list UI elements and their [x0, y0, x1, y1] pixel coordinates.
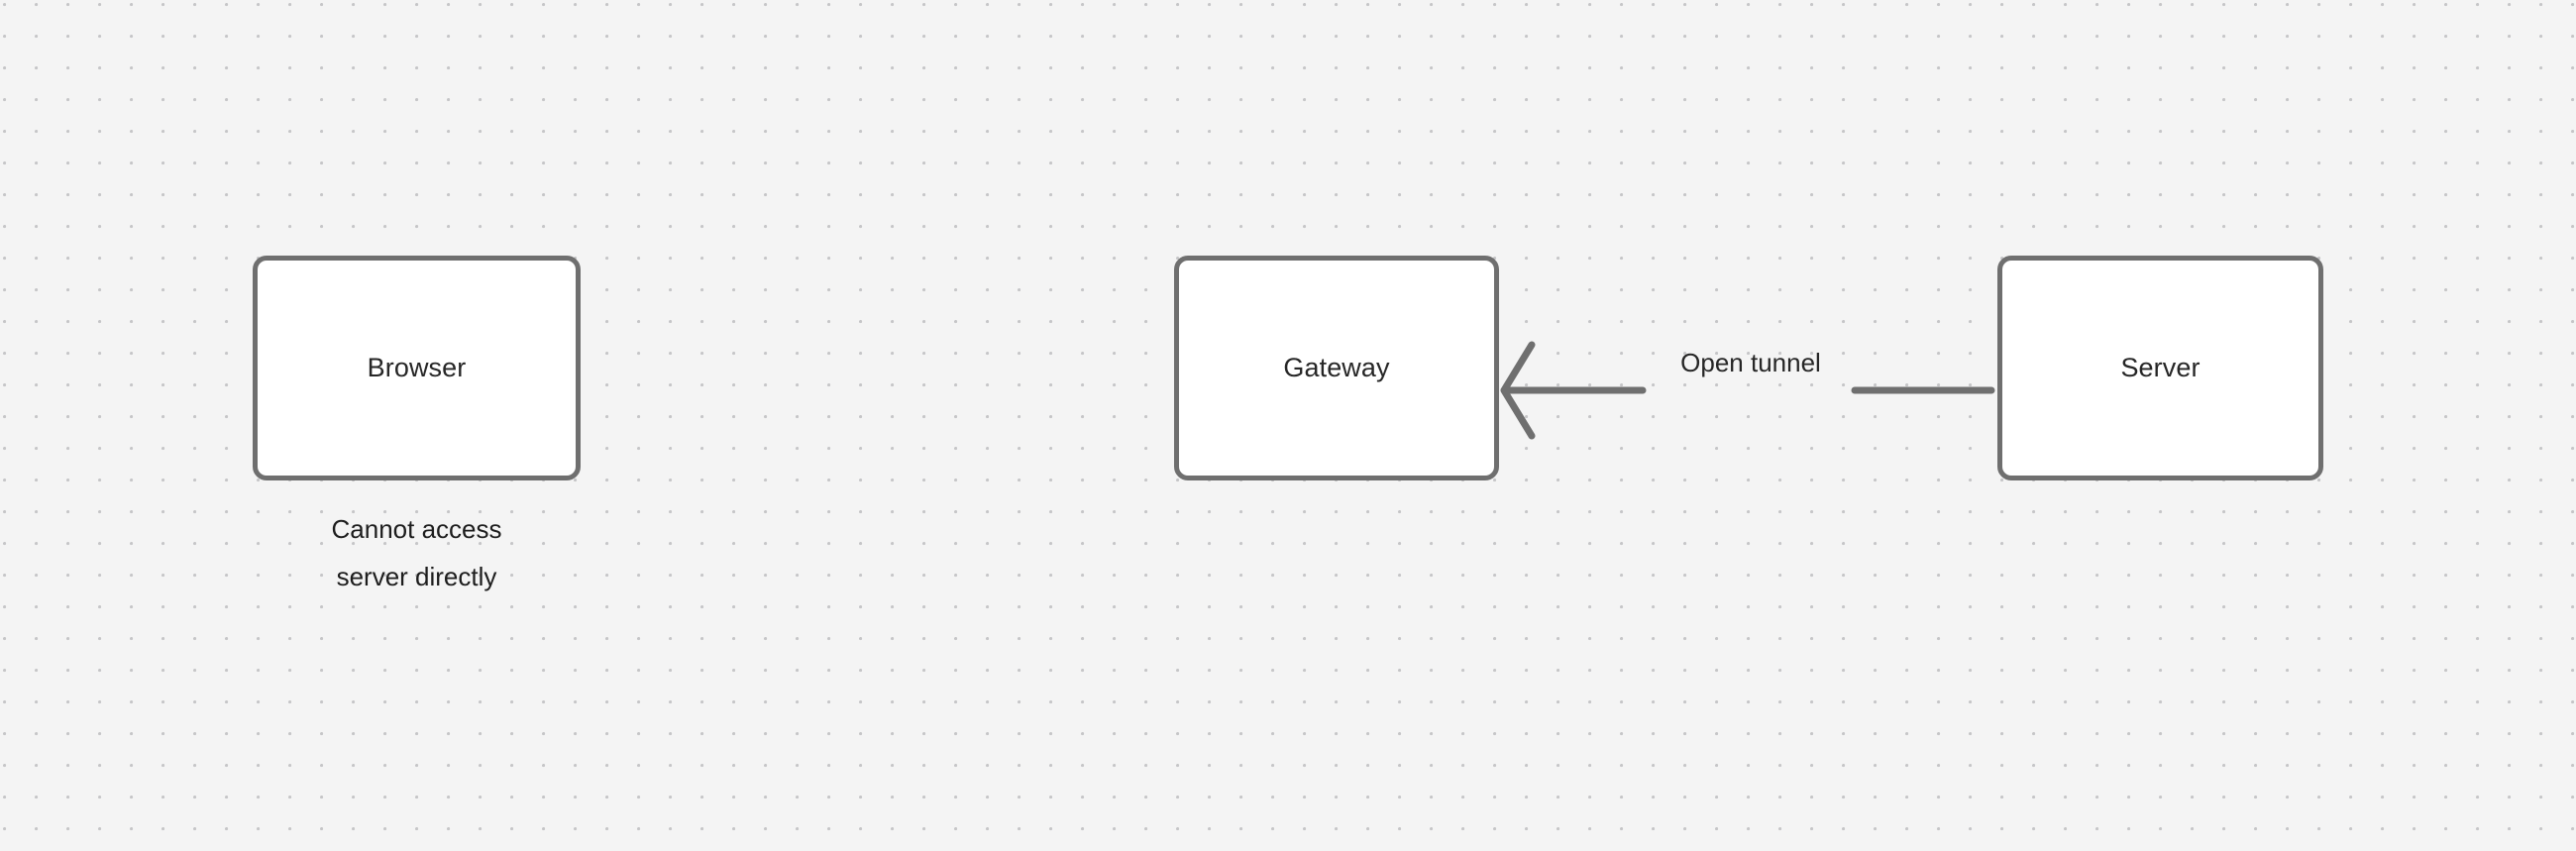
- node-gateway[interactable]: Gateway: [1174, 256, 1499, 480]
- browser-caption-line-2: server directly: [336, 562, 497, 591]
- edge-label-open-tunnel: Open tunnel: [1680, 348, 1821, 377]
- arrowhead-left-icon: [1500, 341, 1536, 440]
- browser-caption-line-1: Cannot access: [331, 514, 502, 544]
- node-server[interactable]: Server: [1997, 256, 2323, 480]
- node-browser[interactable]: Browser: [253, 256, 581, 480]
- browser-caption: Cannot access server directly: [253, 505, 581, 600]
- node-gateway-label: Gateway: [1283, 353, 1390, 383]
- node-browser-label: Browser: [367, 353, 467, 383]
- node-server-label: Server: [2120, 353, 2200, 383]
